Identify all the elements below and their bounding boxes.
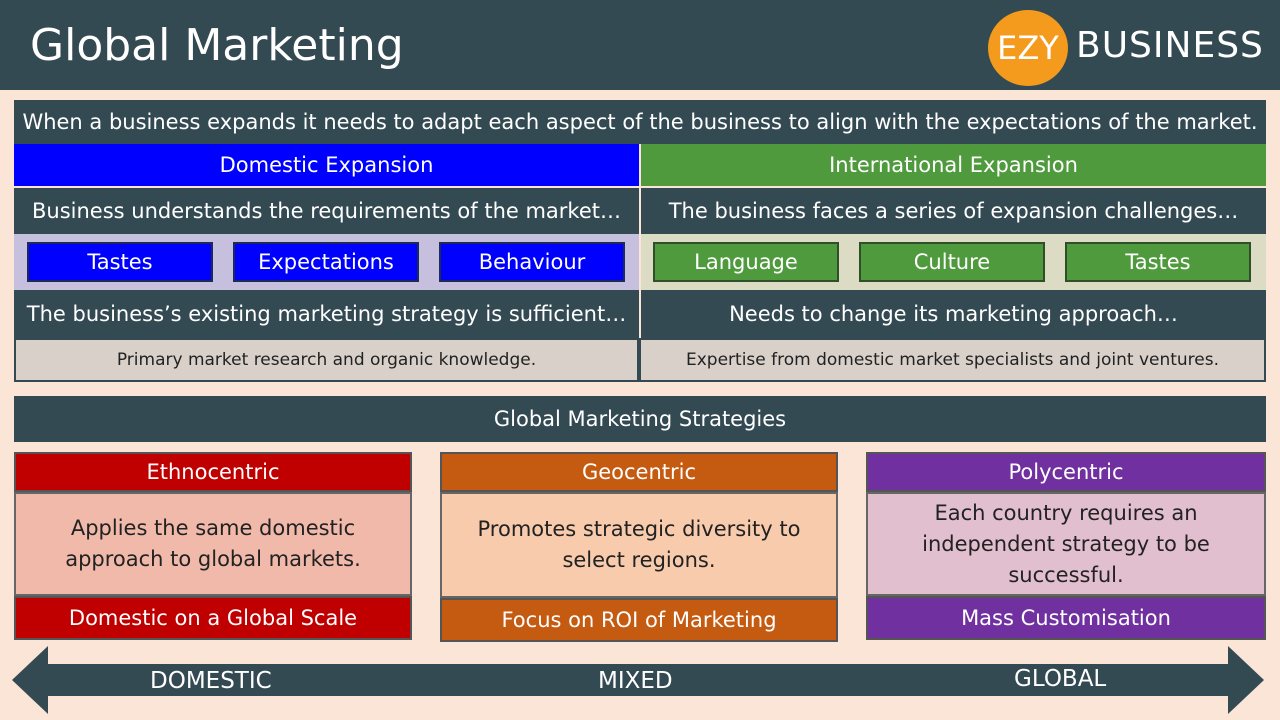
international-strategy-text: Needs to change its marketing approach… — [641, 290, 1266, 338]
international-challenge-chip: Language — [653, 242, 839, 282]
domestic-research-text: Primary market research and organic know… — [14, 338, 639, 382]
domestic-factor-chip: Expectations — [233, 242, 419, 282]
logo-text: BUSINESS — [1076, 25, 1264, 66]
polycentric-heading: Polycentric — [866, 452, 1266, 492]
domestic-subtitle: Business understands the requirements of… — [14, 188, 639, 234]
international-challenges: Language Culture Tastes — [641, 234, 1266, 290]
international-challenge-chip: Culture — [859, 242, 1045, 282]
ethnocentric-footer: Domestic on a Global Scale — [14, 596, 412, 640]
scale-label-mixed: MIXED — [598, 668, 673, 694]
intro-text: When a business expands it needs to adap… — [14, 100, 1266, 144]
strategies-title: Global Marketing Strategies — [14, 396, 1266, 442]
domestic-factor-chip: Behaviour — [439, 242, 625, 282]
geocentric-heading: Geocentric — [440, 452, 838, 492]
international-challenge-chip: Tastes — [1065, 242, 1251, 282]
ethnocentric-description: Applies the same domestic approach to gl… — [14, 492, 412, 596]
domestic-global-scale-arrow — [12, 646, 1264, 714]
domestic-factor-chip: Tastes — [27, 242, 213, 282]
geocentric-footer: Focus on ROI of Marketing — [440, 598, 838, 642]
scale-label-global: GLOBAL — [1014, 666, 1107, 692]
domestic-heading: Domestic Expansion — [14, 144, 639, 186]
polycentric-description: Each country requires an independent str… — [866, 492, 1266, 596]
domestic-factors: Tastes Expectations Behaviour — [14, 234, 639, 290]
international-subtitle: The business faces a series of expansion… — [641, 188, 1266, 234]
geocentric-description: Promotes strategic diversity to select r… — [440, 492, 838, 598]
polycentric-footer: Mass Customisation — [866, 596, 1266, 640]
international-heading: International Expansion — [641, 144, 1266, 186]
international-research-text: Expertise from domestic market specialis… — [639, 338, 1266, 382]
page-title: Global Marketing — [30, 20, 404, 71]
ethnocentric-heading: Ethnocentric — [14, 452, 412, 492]
logo-badge: EZY — [988, 10, 1068, 86]
domestic-strategy-text: The business’s existing marketing strate… — [14, 290, 639, 338]
scale-label-domestic: DOMESTIC — [150, 668, 272, 694]
